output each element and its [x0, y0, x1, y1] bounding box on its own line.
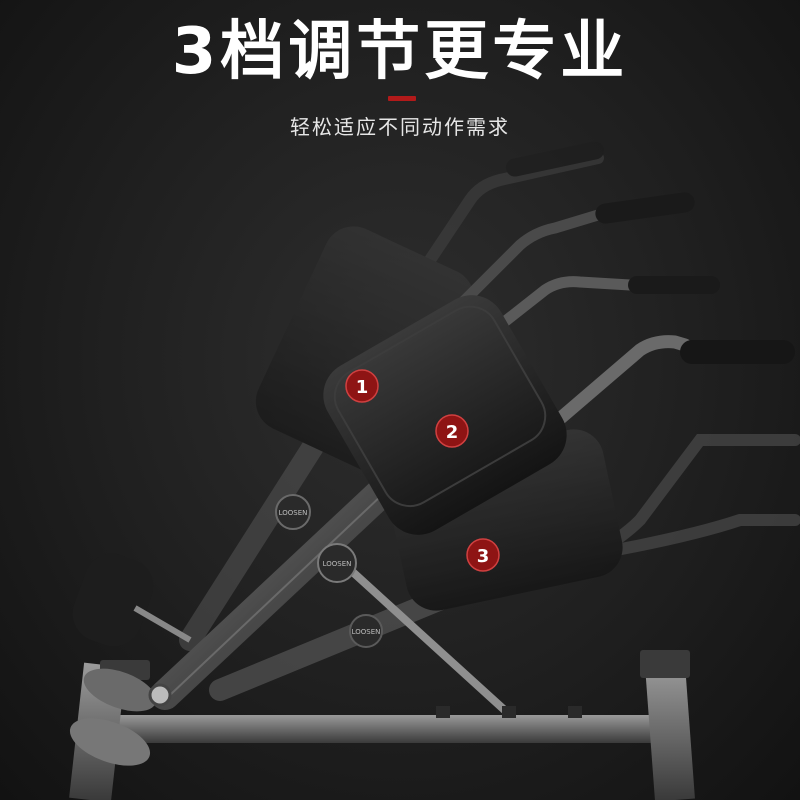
headline: 3档调节更专业	[171, 15, 629, 89]
adjust-knob: LOOSEN	[349, 614, 383, 648]
svg-text:LOOSEN: LOOSEN	[323, 560, 352, 568]
foot-plate	[83, 668, 157, 712]
position-badge-1: 1	[345, 369, 379, 403]
base-crossbar	[95, 715, 685, 743]
svg-text:LOOSEN: LOOSEN	[279, 509, 308, 517]
position-badge-3: 3	[466, 538, 500, 572]
svg-text:2: 2	[446, 422, 459, 443]
adjust-knob: LOOSEN	[317, 543, 357, 583]
svg-text:1: 1	[356, 377, 369, 398]
adjust-knob: LOOSEN	[275, 494, 311, 530]
foot-roller	[72, 553, 192, 647]
accent-divider	[388, 96, 416, 101]
back-pad	[323, 295, 567, 535]
svg-text:3: 3	[477, 546, 490, 567]
svg-text:LOOSEN: LOOSEN	[352, 628, 381, 636]
foot-plate	[69, 718, 151, 766]
position-badge-2: 2	[435, 414, 469, 448]
subheadline: 轻松适应不同动作需求	[290, 115, 510, 139]
